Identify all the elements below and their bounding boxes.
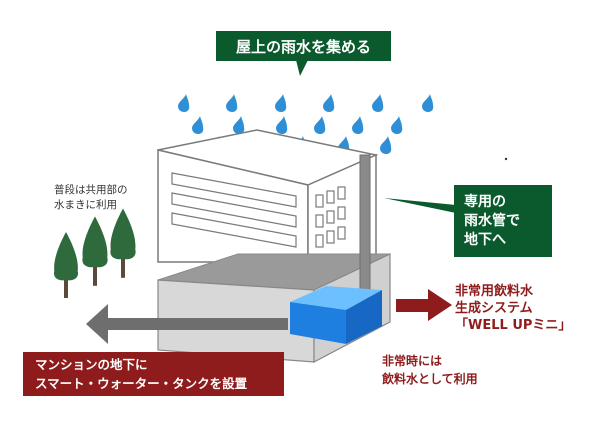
tank-callout-line: マンションの地下に [35, 357, 148, 372]
pipe-callout-line: 雨水管で [464, 212, 520, 229]
side-windows [315, 186, 346, 248]
normal-use-label: 普段は共用部の 水まきに利用 [54, 183, 128, 213]
stray-dot [504, 157, 508, 161]
window-band [171, 172, 297, 208]
pipe-callout-line: 専用の [464, 193, 506, 210]
tank-callout-line: スマート・ウォーター・タンクを設置 [35, 376, 248, 391]
raindrop-icon [233, 116, 245, 134]
arrow-to-system [396, 289, 452, 321]
roof-callout: 屋上の雨水を集める [216, 31, 391, 61]
window-band [171, 212, 297, 248]
system-label: 非常用飲料水 生成システム 「WELL UPミニ」 [455, 283, 571, 334]
emergency-use-label: 非常時には 飲料水として利用 [382, 352, 478, 388]
raindrop-icon [391, 116, 403, 134]
roof-callout-pointer [296, 60, 308, 76]
raindrop-icon [276, 116, 288, 134]
raindrop-icon [352, 116, 364, 134]
tree-icon [110, 208, 136, 278]
building [157, 129, 379, 263]
system-line: 非常用飲料水 [455, 284, 534, 299]
raindrop-icon [275, 94, 287, 112]
raindrop-icon [226, 94, 238, 112]
trees [53, 208, 136, 298]
pipe-callout: 専用の 雨水管で 地下へ [454, 185, 552, 257]
system-line: 生成システム [455, 301, 533, 316]
pipe-callout-line: 地下へ [464, 231, 506, 248]
raindrop-icon [192, 116, 204, 134]
arrow-to-trees [86, 304, 288, 344]
tank-callout: マンションの地下に スマート・ウォーター・タンクを設置 [23, 352, 284, 396]
normal-use-line: 普段は共用部の [54, 184, 128, 196]
window-band [171, 192, 297, 228]
raindrop-icon [323, 94, 335, 112]
raindrop-icon [380, 136, 392, 154]
raindrop-icon [314, 116, 326, 134]
emergency-use-line: 飲料水として利用 [382, 372, 478, 386]
tree-icon [53, 232, 79, 298]
raindrop-icon [372, 94, 384, 112]
system-line: 「WELL UPミニ」 [455, 318, 572, 333]
rain-pipe [359, 154, 371, 299]
tree-icon [82, 216, 108, 286]
raindrop-icon [178, 94, 190, 112]
raindrop-icon [422, 94, 434, 112]
water-tank-icon [290, 286, 382, 344]
normal-use-line: 水まきに利用 [54, 199, 117, 211]
emergency-use-line: 非常時には [382, 354, 443, 368]
pipe-callout-pointer [384, 198, 456, 213]
